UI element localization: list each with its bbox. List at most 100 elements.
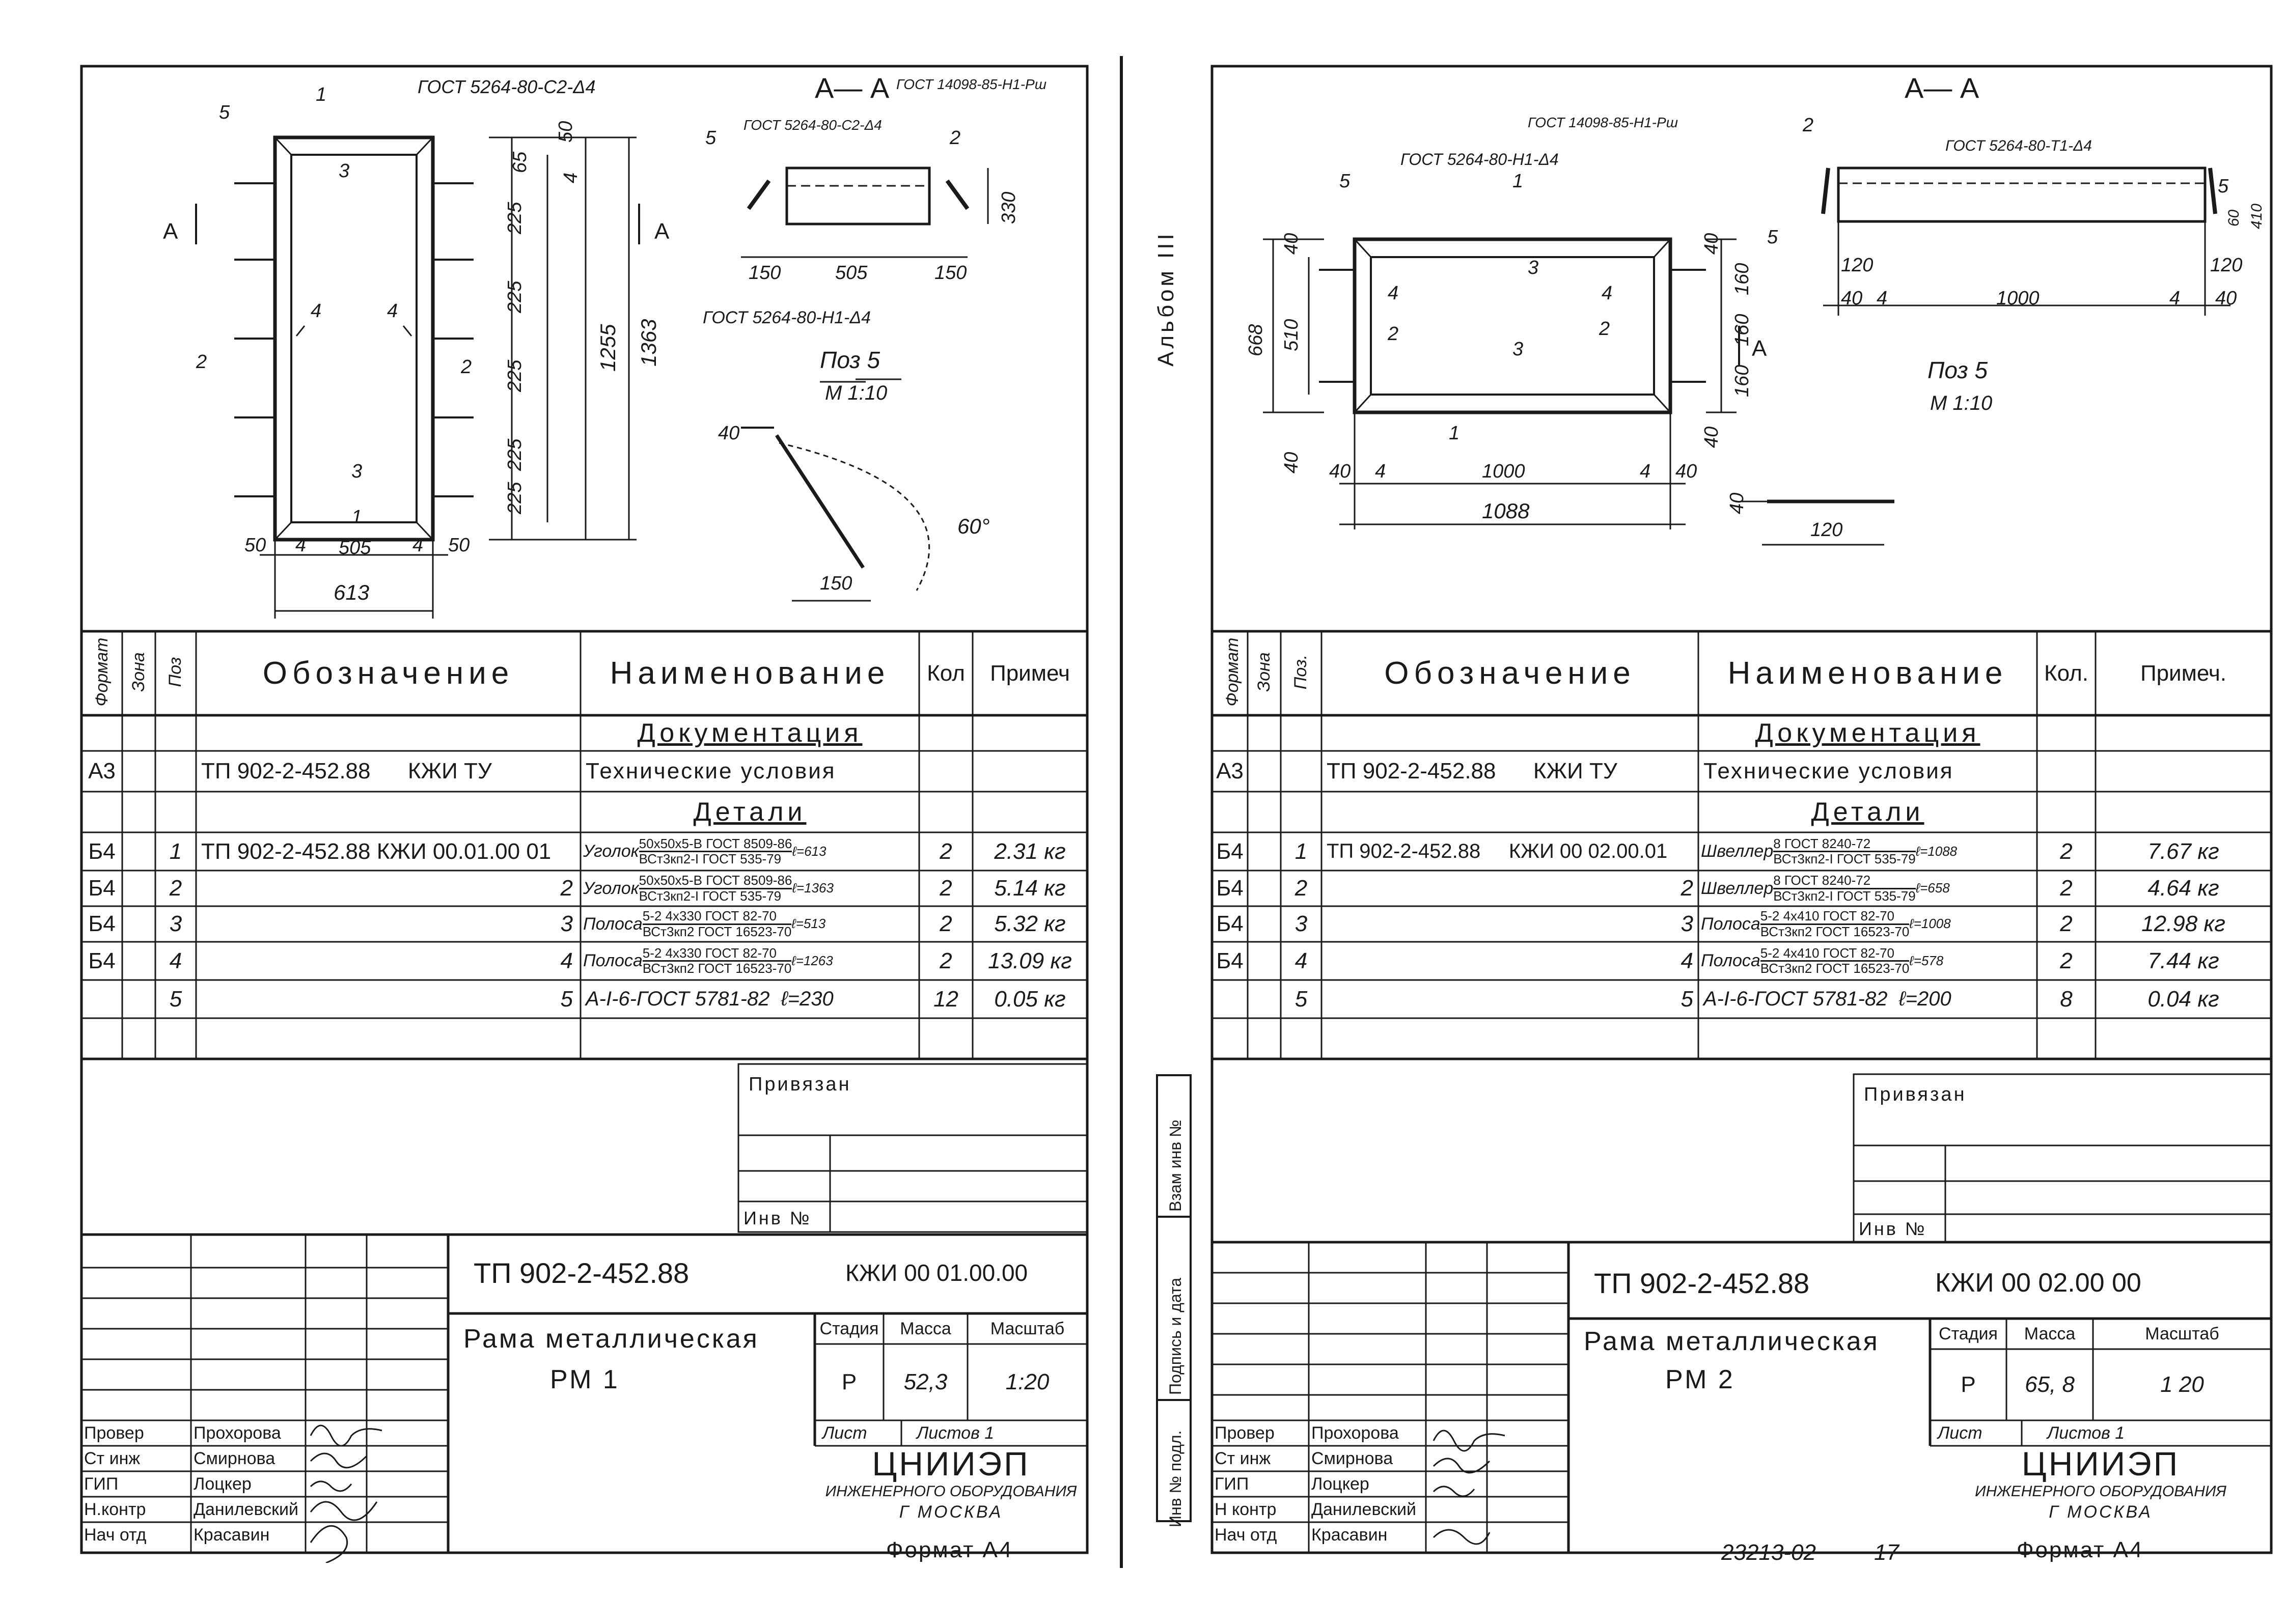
spec-section-docs: Документация (1755, 718, 1980, 748)
leader-label: 2 (1803, 115, 1814, 136)
spec-row-qty: 2 (940, 838, 952, 864)
spec-row-name-len: ℓ=513 (791, 916, 826, 932)
dim-vertical: 1255 (596, 324, 620, 372)
spec-row-pos: 3 (1295, 911, 1308, 936)
org-name: ЦНИИЭП (872, 1445, 1030, 1482)
pos5-title: Поз 5 (1927, 357, 1988, 383)
leader-label: 4 (387, 300, 398, 322)
role-label: Провер (84, 1423, 144, 1443)
document-title-line2: РМ 1 (550, 1365, 620, 1394)
sheet-divider (1120, 56, 1123, 1568)
spec-header-zone: Зона (1254, 652, 1274, 692)
spec-row-designation: ТП 902-2-452.88 КЖИ ТУ (201, 759, 492, 783)
spec-row-name-len: ℓ=578 (1909, 953, 1944, 968)
spec-row-name-top: 5-2 4x410 ГОСТ 82-70 (1760, 946, 1910, 962)
role-name: Прохорова (1311, 1423, 1399, 1443)
spec-row-name-prefix: Уголок (583, 842, 639, 861)
dim-vertical: 40 (1281, 233, 1302, 255)
role-label: Ст инж (84, 1448, 141, 1468)
spec-row-name-prefix: Полоса (1701, 914, 1760, 934)
leader-label: 5 (219, 102, 230, 123)
dim-bottom: 40 (1675, 461, 1697, 482)
pos5-title: Поз 5 (820, 347, 880, 373)
role-name: Красавин (194, 1525, 270, 1545)
spec-row-name-len: ℓ=1088 (1915, 843, 1958, 859)
spec-header-name: Наименование (1727, 656, 2008, 691)
spec-row-designation: ТП 902-2-452.88 КЖИ 00.01.00 01 (201, 838, 552, 864)
spec-row-note: 13.09 кг (988, 948, 1072, 973)
spec-row-note: 4.64 кг (2147, 876, 2219, 901)
org-subtitle: инженерного оборудования (825, 1483, 1077, 1500)
spec-row-qty: 2 (940, 911, 952, 936)
scale-value: 1:20 (1005, 1369, 1050, 1394)
mass-header: Масса (900, 1319, 951, 1338)
role-name: Смирнова (1311, 1448, 1393, 1468)
leader-label: 3 (339, 160, 350, 182)
spec-row-pos: 4 (169, 948, 182, 973)
dim-section: 1000 (1996, 288, 2040, 309)
dim-vertical: 510 (1281, 319, 1302, 351)
dim-vertical: 65 (509, 151, 531, 173)
spec-row-name-top: 50x50x5-В ГОСТ 8509-86 (639, 873, 792, 889)
spec-row-pos: 2 (1295, 876, 1308, 901)
section-gost-1: ГОСТ 14098-85-Н1-Рш (896, 76, 1046, 92)
sheet-rm2-lines (1210, 65, 2273, 1554)
spec-row-name-prefix: Уголок (583, 878, 639, 898)
cut-mark-right: А (654, 219, 670, 244)
sheet-rm1: ГОСТ 5264-80-С2-Δ4 А— А ГОСТ 14098-85-Н1… (0, 0, 1120, 1624)
role-name: Данилевский (194, 1499, 298, 1519)
spec-row-name-len: ℓ=613 (792, 843, 827, 859)
spec-section-parts: Детали (693, 797, 807, 827)
role-label: Ст инж (1215, 1448, 1271, 1468)
leader-label: 2 (196, 351, 207, 373)
dim-vertical: 225 (504, 281, 526, 313)
leader-label: 5 (1767, 227, 1778, 248)
dim-bottom: 4 (295, 535, 307, 556)
stage-value: Р (841, 1369, 857, 1394)
spec-row-designation: 4 (560, 948, 573, 973)
leader-label: 1 (351, 507, 363, 528)
side-strip (1156, 1074, 1192, 1522)
inv-no-label: Инв № (1859, 1218, 1927, 1239)
spec-row-name-bottom: ВСт3кп2-I ГОСТ 535-79 (1773, 888, 1916, 904)
spec-row-designation: 2 (1681, 876, 1693, 901)
spec-header-qty: Кол (927, 660, 965, 686)
dim-bottom: 1088 (1482, 499, 1530, 523)
spec-row-name-prefix: Полоса (1701, 951, 1760, 970)
leader-label: 1 (316, 84, 327, 105)
spec-row-qty: 2 (2060, 911, 2073, 936)
org-name: ЦНИИЭП (2021, 1445, 2180, 1482)
spec-row-designation: ТП 902-2-452.88 КЖИ ТУ (1327, 759, 1617, 783)
privyazan-label: Привязан (749, 1073, 851, 1095)
dim-bottom: 4 (1640, 461, 1651, 482)
spec-row-qty: 2 (2060, 838, 2073, 864)
spec-row-note: 5.32 кг (994, 911, 1066, 936)
leader-label: 2 (950, 127, 961, 149)
inv-no-label: Инв № (743, 1207, 812, 1228)
dim-bottom: 50 (244, 535, 266, 556)
role-label: ГИП (1215, 1474, 1249, 1494)
mass-value: 52,3 (903, 1369, 948, 1394)
spec-row-name-len: ℓ=1363 (792, 880, 834, 896)
dim-vertical: 160 (1731, 365, 1753, 397)
stage-value: Р (1961, 1372, 1976, 1397)
role-label: ГИП (84, 1474, 119, 1494)
dim-pos5: 120 (1810, 519, 1843, 541)
spec-row-name: Технические условия (586, 759, 836, 783)
dim-bottom: 4 (1375, 461, 1386, 482)
dim-section: 505 (835, 262, 868, 284)
spec-row-note: 5.14 кг (994, 876, 1066, 901)
spec-header-format: Формат (92, 637, 112, 707)
project-number: ТП 902-2-452.88 (1594, 1267, 1810, 1299)
spec-header-format: Формат (1222, 637, 1242, 707)
sheet-label: Лист (1938, 1423, 1982, 1443)
dim-bottom: 505 (339, 537, 371, 558)
